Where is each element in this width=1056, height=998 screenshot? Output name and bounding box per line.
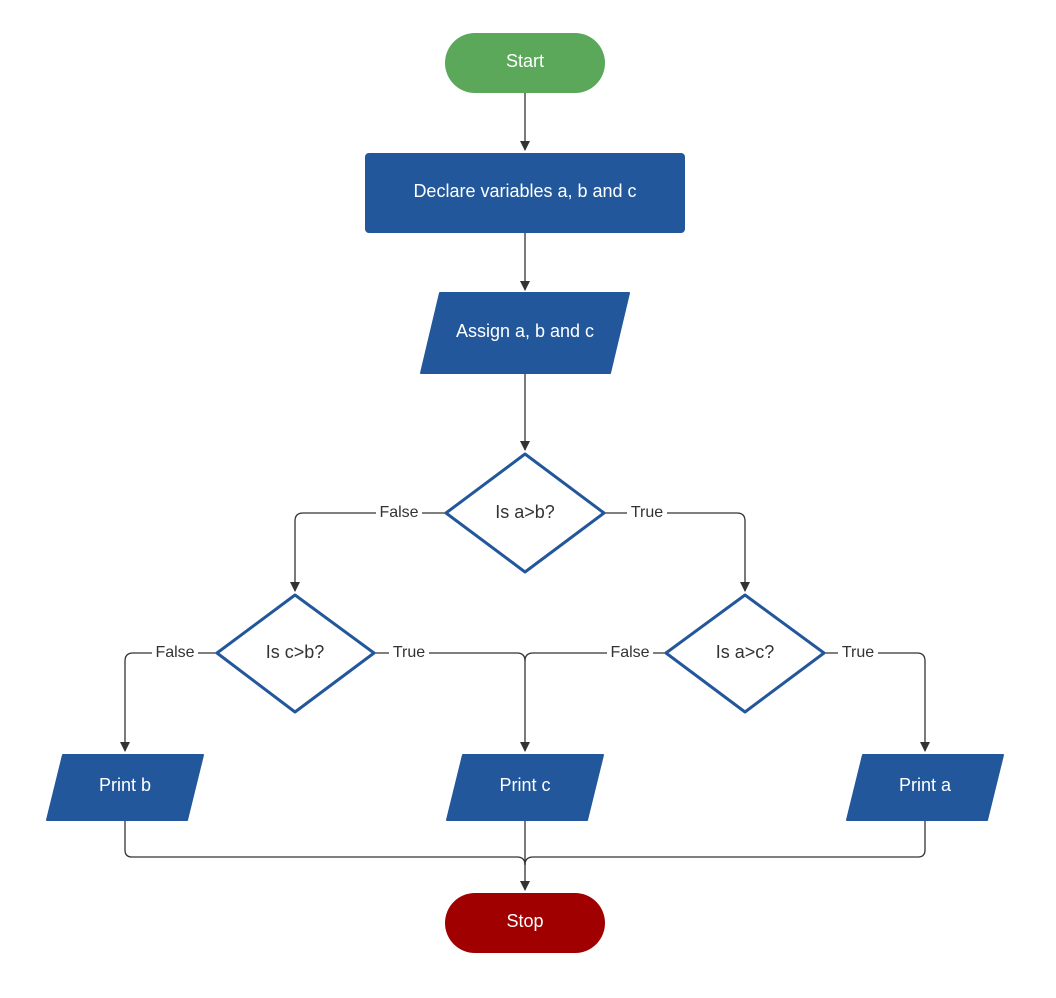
start-label: Start — [506, 51, 544, 71]
print-b-label: Print b — [99, 775, 151, 795]
connector-printa-stop — [524, 821, 926, 866]
connector-ab-true — [604, 512, 750, 592]
connectors — [120, 93, 930, 891]
declare-label: Declare variables a, b and c — [413, 181, 636, 201]
declare-process: Declare variables a, b and c — [365, 153, 685, 233]
edge-label-ac-true: True — [842, 644, 874, 661]
edge-label-ac-false: False — [610, 644, 649, 661]
edge-label-cb-true: True — [393, 644, 425, 661]
decision-c-gt-b-label: Is c>b? — [266, 642, 325, 662]
print-b-io: Print b — [46, 754, 204, 821]
decision-a-gt-c-label: Is a>c? — [716, 642, 775, 662]
print-a-io: Print a — [846, 754, 1004, 821]
assign-io: Assign a, b and c — [420, 292, 630, 374]
connector-cb-true — [374, 652, 530, 752]
decision-a-gt-b-label: Is a>b? — [495, 502, 555, 522]
stop-node: Stop — [445, 893, 605, 953]
start-node: Start — [445, 33, 605, 93]
decision-a-gt-c: Is a>c? — [664, 593, 826, 714]
edge-label-ab-true: True — [631, 504, 663, 521]
connector-cb-false — [120, 652, 217, 752]
connector-printb-stop — [124, 821, 526, 866]
edge-label-cb-false: False — [155, 644, 194, 661]
print-c-label: Print c — [499, 775, 550, 795]
stop-label: Stop — [506, 911, 543, 931]
assign-label: Assign a, b and c — [456, 321, 594, 341]
print-a-label: Print a — [899, 775, 952, 795]
decision-c-gt-b: Is c>b? — [215, 593, 376, 714]
print-c-io: Print c — [446, 754, 604, 821]
decision-a-gt-b: Is a>b? — [444, 452, 606, 574]
edge-label-ab-false: False — [379, 504, 418, 521]
connector-ab-false — [290, 512, 446, 592]
connector-ac-true — [824, 652, 930, 752]
connector-ac-false — [524, 652, 666, 662]
